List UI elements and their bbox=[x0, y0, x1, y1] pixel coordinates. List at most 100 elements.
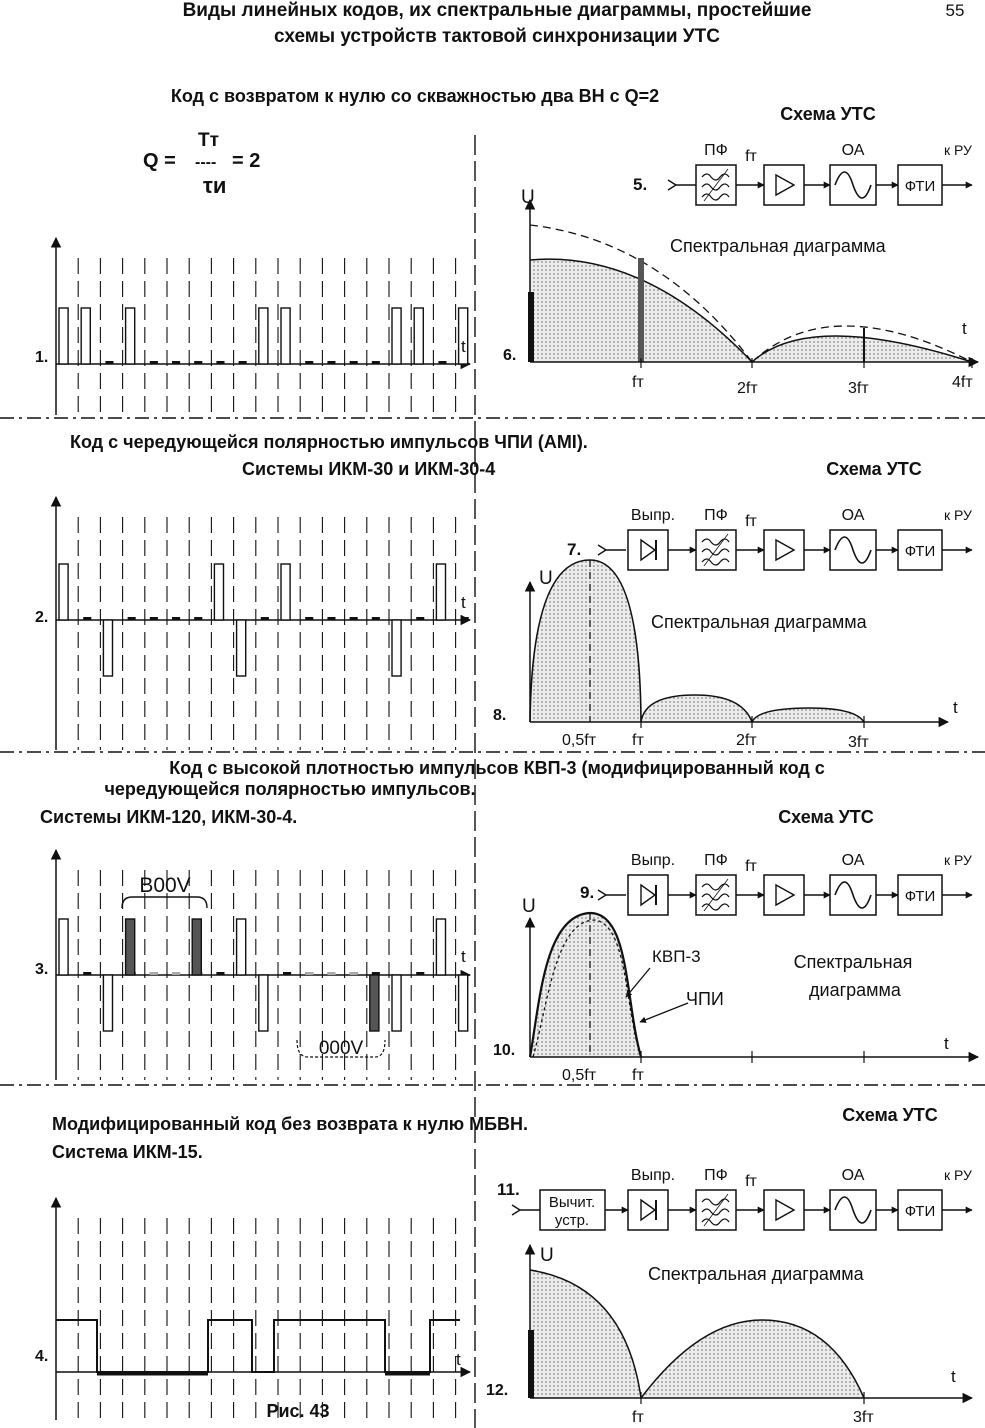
pulse bbox=[413, 307, 425, 365]
spectrum3-title-line2: диаграмма bbox=[809, 980, 902, 1000]
spectrum3-tick-ft: fт bbox=[632, 1067, 644, 1084]
pulse bbox=[58, 563, 69, 621]
spectrum1-title: Спектральная диаграмма bbox=[670, 236, 887, 256]
amplifier-triangle-icon bbox=[775, 883, 796, 907]
filter-wave-icon bbox=[701, 548, 730, 556]
section4-subtitle: Система ИКМ-15. bbox=[52, 1142, 203, 1162]
filter-slash bbox=[703, 878, 729, 912]
sine-icon bbox=[834, 536, 872, 564]
pulse bbox=[391, 307, 402, 365]
input-marker bbox=[667, 179, 678, 191]
zero-mark bbox=[371, 972, 380, 975]
page-title-line1: Виды линейных кодов, их спектральные диа… bbox=[183, 0, 812, 21]
scheme2-title: Схема УТС bbox=[826, 459, 922, 479]
spectrum2-tick-ft: fт bbox=[632, 732, 644, 749]
pulse bbox=[369, 974, 380, 1032]
nrz-level bbox=[56, 1319, 460, 1373]
diode-icon bbox=[640, 538, 657, 562]
amplifier-block bbox=[763, 529, 805, 571]
oscillator-label: ОА bbox=[842, 507, 865, 524]
pulse bbox=[457, 307, 469, 365]
pulse bbox=[391, 974, 402, 1032]
zero-mark bbox=[216, 972, 225, 975]
clock-freq-label: fт bbox=[745, 148, 757, 165]
filter-wave-icon bbox=[701, 193, 730, 201]
pulse-former-block bbox=[897, 874, 943, 916]
zero-mark bbox=[416, 617, 425, 620]
zero-mark bbox=[327, 617, 336, 620]
filter-wave-icon bbox=[701, 183, 730, 191]
spectrum2-u: U bbox=[539, 568, 553, 589]
zero-mark bbox=[349, 361, 358, 364]
pulse-former-label: ФТИ bbox=[905, 543, 936, 560]
zero-mark bbox=[305, 361, 314, 364]
zero-mark bbox=[172, 361, 181, 364]
pulse bbox=[435, 563, 447, 621]
zero-mark bbox=[460, 617, 469, 620]
spectrum3-u: U bbox=[522, 896, 536, 917]
spectrum1-t: t bbox=[962, 319, 967, 338]
zero-mark bbox=[172, 972, 181, 975]
legend-kvp3: КВП-3 bbox=[652, 947, 701, 966]
zero-mark bbox=[349, 617, 358, 620]
row-label-4: 4. bbox=[35, 1348, 48, 1365]
zero-mark bbox=[416, 972, 425, 975]
zero-mark bbox=[127, 617, 136, 620]
spectrum3-title-line1: Спектральная bbox=[794, 952, 913, 972]
clock-freq-label: fт bbox=[745, 858, 757, 875]
filter-wave-icon bbox=[701, 1218, 730, 1226]
scheme2-num: 7. bbox=[567, 540, 581, 559]
section3-title-line1: Код с высокой плотностью импульсов КВП-3… bbox=[169, 758, 825, 778]
pulse bbox=[191, 918, 202, 976]
pulse bbox=[58, 918, 69, 976]
spectrum4-title: Спектральная диаграмма bbox=[648, 1264, 865, 1284]
input-marker bbox=[597, 889, 608, 901]
filter-slash bbox=[703, 1193, 729, 1227]
filter-label: ПФ bbox=[704, 507, 728, 524]
pulse-former-label: ФТИ bbox=[905, 1203, 936, 1220]
bandpass-filter-block bbox=[695, 529, 737, 571]
pulse bbox=[102, 974, 114, 1032]
t-axis-label-4: t bbox=[456, 1350, 461, 1369]
spectrum2-tick-05ft: 0,5fт bbox=[562, 732, 597, 749]
svg-text:----: ---- bbox=[195, 154, 216, 171]
zero-mark bbox=[283, 972, 292, 975]
zero-mark bbox=[105, 361, 114, 364]
output-label: к РУ bbox=[944, 142, 972, 158]
b00v-bracket: B00V bbox=[121, 874, 208, 909]
pulse-former-block bbox=[897, 529, 943, 571]
input-marker bbox=[511, 1204, 522, 1216]
zero-mark bbox=[83, 617, 92, 620]
q-formula: Q = Тт ---- = 2 τи bbox=[143, 130, 260, 198]
spectrum1-num: 6. bbox=[503, 347, 516, 364]
spectrum2-num: 8. bbox=[493, 707, 506, 724]
spectrum2-t: t bbox=[953, 698, 958, 717]
zero-mark bbox=[83, 972, 92, 975]
spectrum2-diagram bbox=[524, 559, 950, 728]
subtractor-label-1: Вычит. bbox=[549, 1194, 595, 1211]
waveform-rz bbox=[50, 236, 472, 415]
spectrum1-u: U bbox=[521, 187, 535, 208]
subtractor-block bbox=[539, 1189, 606, 1231]
diode-icon bbox=[640, 883, 657, 907]
pulse bbox=[258, 307, 269, 365]
pulse bbox=[457, 974, 469, 1032]
scheme4-num: 11. bbox=[497, 1180, 520, 1199]
filter-label: ПФ bbox=[704, 142, 728, 159]
pulse bbox=[124, 918, 136, 976]
pulse bbox=[235, 918, 247, 976]
oscillator-label: ОА bbox=[842, 852, 865, 869]
spectrum3-tick-05ft: 0,5fт bbox=[562, 1067, 597, 1084]
section4-title: Модифицированный код без возврата к нулю… bbox=[52, 1114, 528, 1134]
zero-mark bbox=[172, 617, 181, 620]
amplifier-triangle-icon bbox=[775, 1198, 796, 1222]
spectrum2-title: Спектральная диаграмма bbox=[651, 612, 868, 632]
spectrum1-tick-3ft: 3fт bbox=[848, 380, 869, 397]
svg-text:000V: 000V bbox=[319, 1038, 364, 1059]
pulse bbox=[124, 307, 136, 365]
page-number: 55 bbox=[946, 1, 965, 20]
t-axis-label-3: t bbox=[461, 947, 466, 966]
